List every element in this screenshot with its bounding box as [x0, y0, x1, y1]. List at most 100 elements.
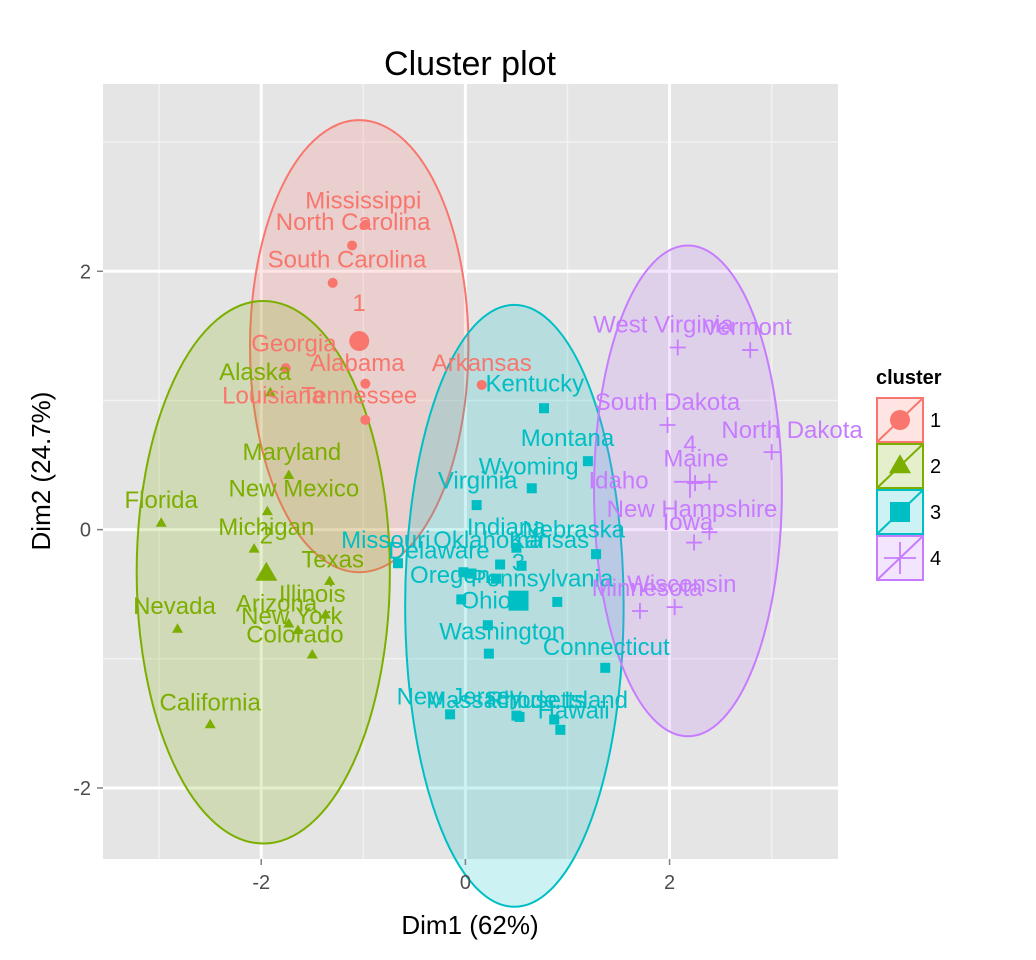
- point-label: South Carolina: [268, 247, 427, 274]
- legend-key-symbol: [890, 502, 910, 522]
- point-label: Tennessee: [301, 382, 417, 409]
- data-point: [631, 603, 648, 619]
- point-label: North Carolina: [276, 209, 431, 236]
- point-label: Rhode Island: [487, 687, 628, 714]
- data-point: [555, 724, 566, 735]
- data-point: [458, 567, 469, 578]
- cluster-center-label: 1: [353, 290, 366, 317]
- plot-panel: [103, 84, 838, 859]
- y-tick-label: 0: [80, 520, 91, 542]
- data-point: [261, 505, 273, 516]
- point-label: Michigan: [218, 514, 314, 541]
- point-label: Nevada: [133, 593, 216, 620]
- point-label: Massachusetts: [426, 687, 586, 714]
- data-point: [172, 623, 184, 633]
- point-label: Arizona: [236, 590, 318, 617]
- point-label: Pennsylvania: [471, 566, 614, 593]
- data-point: [248, 543, 260, 553]
- major-gridlines: [103, 84, 838, 859]
- cluster-center-2: [255, 561, 278, 581]
- point-label: New York: [241, 603, 343, 630]
- data-point: [292, 624, 304, 634]
- data-point: [347, 240, 358, 251]
- data-point: [445, 709, 456, 720]
- point-label: Georgia: [251, 331, 337, 358]
- cluster-center-3: [508, 590, 529, 611]
- data-point: [360, 378, 371, 389]
- point-label: Oregon: [410, 562, 490, 589]
- data-point: [283, 618, 295, 628]
- cluster-centers: 1 2 3 4: [255, 290, 706, 611]
- point-label: Maine: [663, 446, 728, 473]
- legend-label: 1: [930, 410, 941, 432]
- point-label: South Dakota: [595, 389, 741, 416]
- data-point: [283, 469, 295, 479]
- point-label: Missouri: [341, 527, 430, 554]
- point-label: Connecticut: [543, 634, 670, 661]
- point-label: Florida: [125, 487, 199, 514]
- point-label: New Hampshire: [607, 496, 778, 523]
- x-tick-label: -2: [252, 872, 270, 894]
- data-point: [482, 620, 493, 631]
- cluster-ellipse-4: [593, 244, 783, 738]
- point-label: California: [159, 690, 261, 717]
- point-label: Illinois: [279, 581, 346, 608]
- point-label: Colorado: [246, 621, 343, 648]
- legend-key-symbol: [890, 410, 910, 430]
- data-point: [686, 534, 703, 551]
- point-label: Minnesota: [592, 575, 703, 602]
- legend-key-symbol: [884, 542, 916, 574]
- data-point: [539, 403, 549, 414]
- data-point: [742, 342, 759, 359]
- legend-item-2: 2: [876, 443, 941, 489]
- minor-gridlines: [103, 84, 838, 859]
- point-label: Alabama: [310, 350, 405, 377]
- chart-title: Cluster plot: [384, 45, 557, 83]
- data-point: [204, 718, 216, 729]
- data-point: [483, 648, 494, 659]
- data-point: [491, 573, 502, 584]
- point-label: Texas: [301, 546, 364, 573]
- cluster-center-label: 4: [683, 431, 696, 458]
- x-tick-label: 0: [460, 872, 471, 894]
- legend-label: 2: [930, 456, 941, 478]
- point-label: Alaska: [219, 359, 292, 386]
- data-point: [306, 649, 318, 659]
- data-point: [320, 608, 332, 619]
- legend-label: 3: [930, 502, 941, 524]
- data-point: [327, 277, 338, 288]
- data-point: [666, 599, 683, 616]
- legend-key-symbol: [888, 454, 912, 474]
- data-point: [360, 219, 371, 230]
- cluster-center-1: [349, 331, 370, 352]
- data-point: [659, 417, 676, 433]
- point-label: Montana: [521, 425, 615, 452]
- data-point: [393, 558, 404, 569]
- y-tick-label: 2: [80, 261, 91, 283]
- y-axis-title: Dim2 (24.7%): [26, 392, 56, 551]
- data-point: [526, 483, 537, 494]
- data-point: [582, 456, 593, 467]
- point-label: Wyoming: [479, 453, 579, 480]
- data-point: [324, 575, 336, 585]
- cluster-center-label: 3: [512, 550, 525, 577]
- data-point: [476, 379, 487, 390]
- data-point: [155, 517, 167, 527]
- point-label: Vermont: [702, 314, 792, 341]
- data-point: [552, 596, 563, 607]
- data-point: [466, 568, 477, 579]
- cluster-center-label: 2: [260, 523, 273, 550]
- point-label: West Virginia: [593, 311, 734, 338]
- point-label: Mississippi: [305, 187, 421, 214]
- data-point: [511, 710, 522, 721]
- point-label: Nebraska: [522, 517, 625, 544]
- point-label: Kansas: [509, 527, 589, 554]
- point-label: Louisiana: [222, 382, 325, 409]
- data-point: [280, 363, 291, 374]
- point-label: Washington: [439, 619, 565, 646]
- point-label: Virginia: [438, 468, 518, 495]
- point-label: Arkansas: [432, 350, 532, 377]
